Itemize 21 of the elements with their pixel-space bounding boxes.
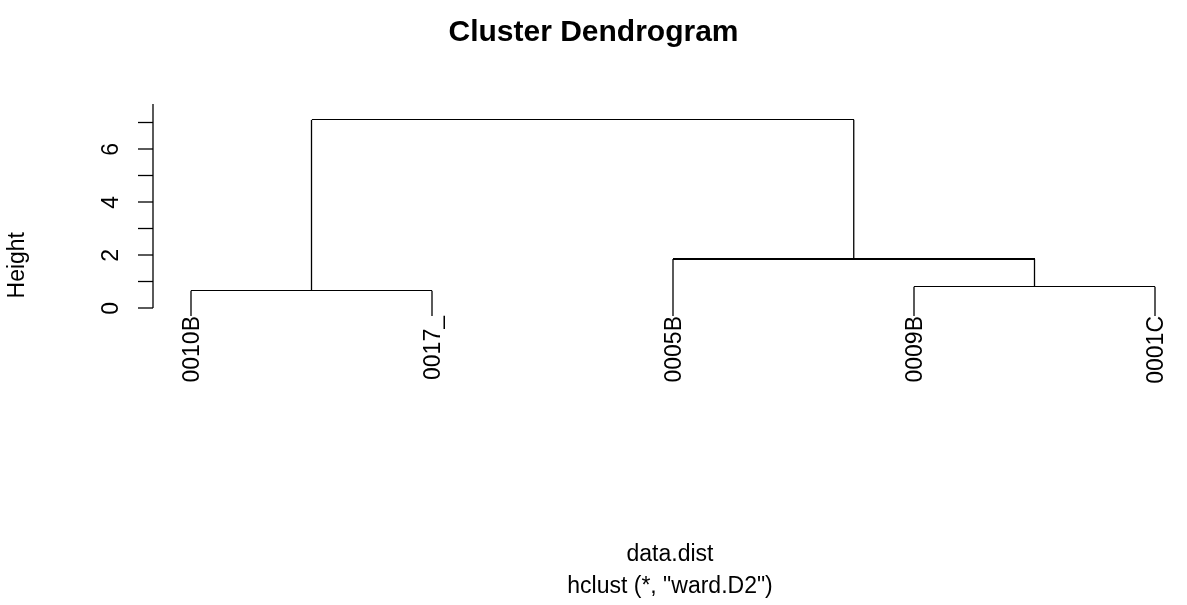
tick-label: 4 (98, 195, 122, 209)
chart-title: Cluster Dendrogram (447, 14, 740, 48)
axis-title: data.dist (625, 540, 715, 567)
leaf-label: 0001C (1144, 316, 1167, 384)
dendrogram-branch (310, 119, 313, 292)
leaf-label: 0010B (180, 316, 203, 383)
dendrogram-branch (913, 286, 915, 317)
dendrogram-branch (190, 290, 192, 317)
leaf-label: 0005B (662, 316, 685, 383)
axis-title: Height (4, 231, 28, 299)
dendrogram-branch (672, 258, 674, 317)
method-note: hclust (*, "ward.D2") (566, 572, 774, 599)
tick-label: 6 (98, 142, 122, 156)
leaf-label: 0017_ (421, 316, 444, 380)
tick-label: 0 (98, 301, 122, 315)
dendrogram-branch (853, 119, 855, 260)
tick-label: 2 (98, 248, 122, 262)
dendrogram-branch (431, 290, 433, 317)
leaf-label: 0009B (903, 316, 926, 383)
dendrogram-branch (1154, 286, 1156, 317)
dendrogram-branch (1033, 258, 1036, 288)
